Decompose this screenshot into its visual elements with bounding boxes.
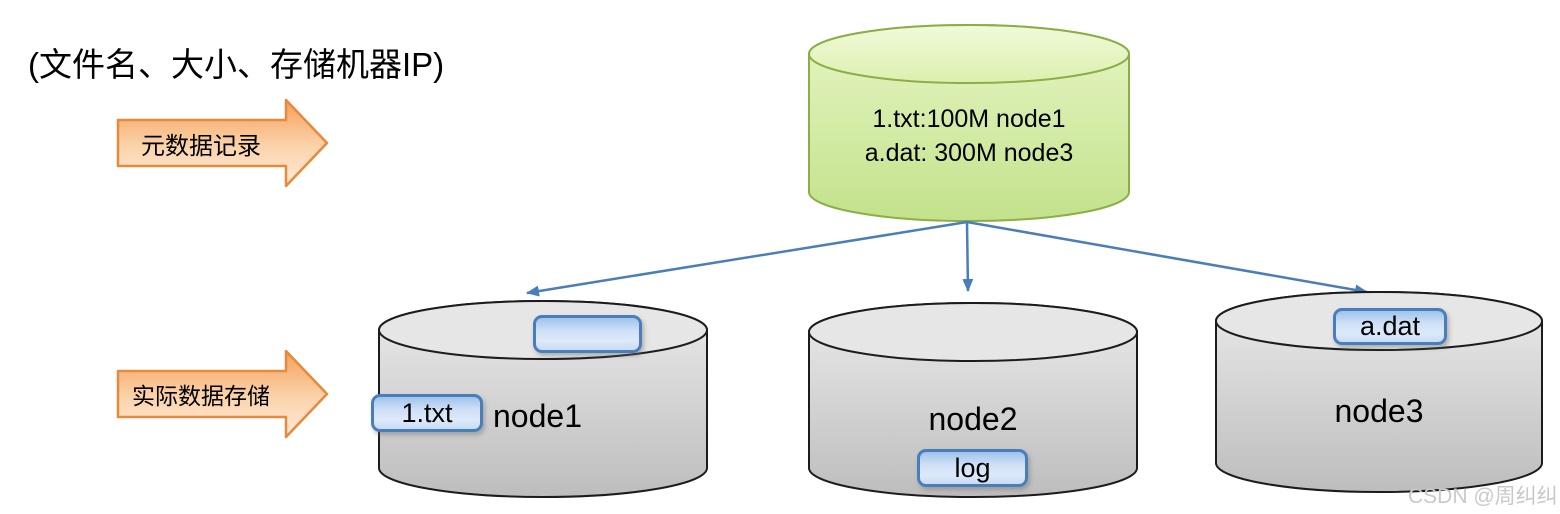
metadata-store-cylinder: 1.txt:100M node1 a.dat: 300M node3 bbox=[808, 24, 1130, 222]
database-cylinder-icon bbox=[808, 24, 1130, 222]
connector-arrows bbox=[526, 220, 1368, 297]
metadata-entries: 1.txt:100M node1 a.dat: 300M node3 bbox=[808, 102, 1130, 170]
node3-cylinder: a.dat node3 bbox=[1215, 291, 1543, 493]
node1-label: node1 bbox=[493, 398, 582, 434]
block-arrow-right-icon bbox=[116, 98, 329, 188]
metadata-entry-1: 1.txt:100M node1 bbox=[872, 105, 1066, 133]
block-arrow-right-icon bbox=[116, 349, 329, 439]
arrow-to-node2 bbox=[962, 221, 974, 292]
node3-label: node3 bbox=[1334, 393, 1424, 429]
empty-data-block bbox=[533, 315, 642, 353]
node2-label: node2 bbox=[928, 401, 1018, 437]
metadata-flow-arrow: 元数据记录 bbox=[116, 97, 330, 189]
page-title: (文件名、大小、存储机器IP) bbox=[28, 46, 445, 83]
metadata-entry-2: a.dat: 300M node3 bbox=[864, 139, 1074, 167]
storage-flow-arrow: 实际数据存储 bbox=[116, 348, 330, 440]
file-block-1txt: 1.txt bbox=[371, 394, 483, 432]
metadata-flow-label: 元数据记录 bbox=[141, 132, 261, 160]
file-block-adat: a.dat bbox=[1333, 308, 1447, 345]
arrow-to-node3 bbox=[966, 220, 1368, 296]
storage-cylinder-icon bbox=[808, 302, 1138, 498]
node2-cylinder: node2 log bbox=[808, 302, 1138, 498]
file-block-log: log bbox=[917, 449, 1028, 487]
storage-flow-label: 实际数据存储 bbox=[132, 383, 270, 409]
node1-cylinder: 1.txt node1 bbox=[371, 300, 708, 498]
arrow-to-node1 bbox=[526, 220, 968, 297]
watermark: CSDN @周纠纠 bbox=[1408, 485, 1558, 508]
